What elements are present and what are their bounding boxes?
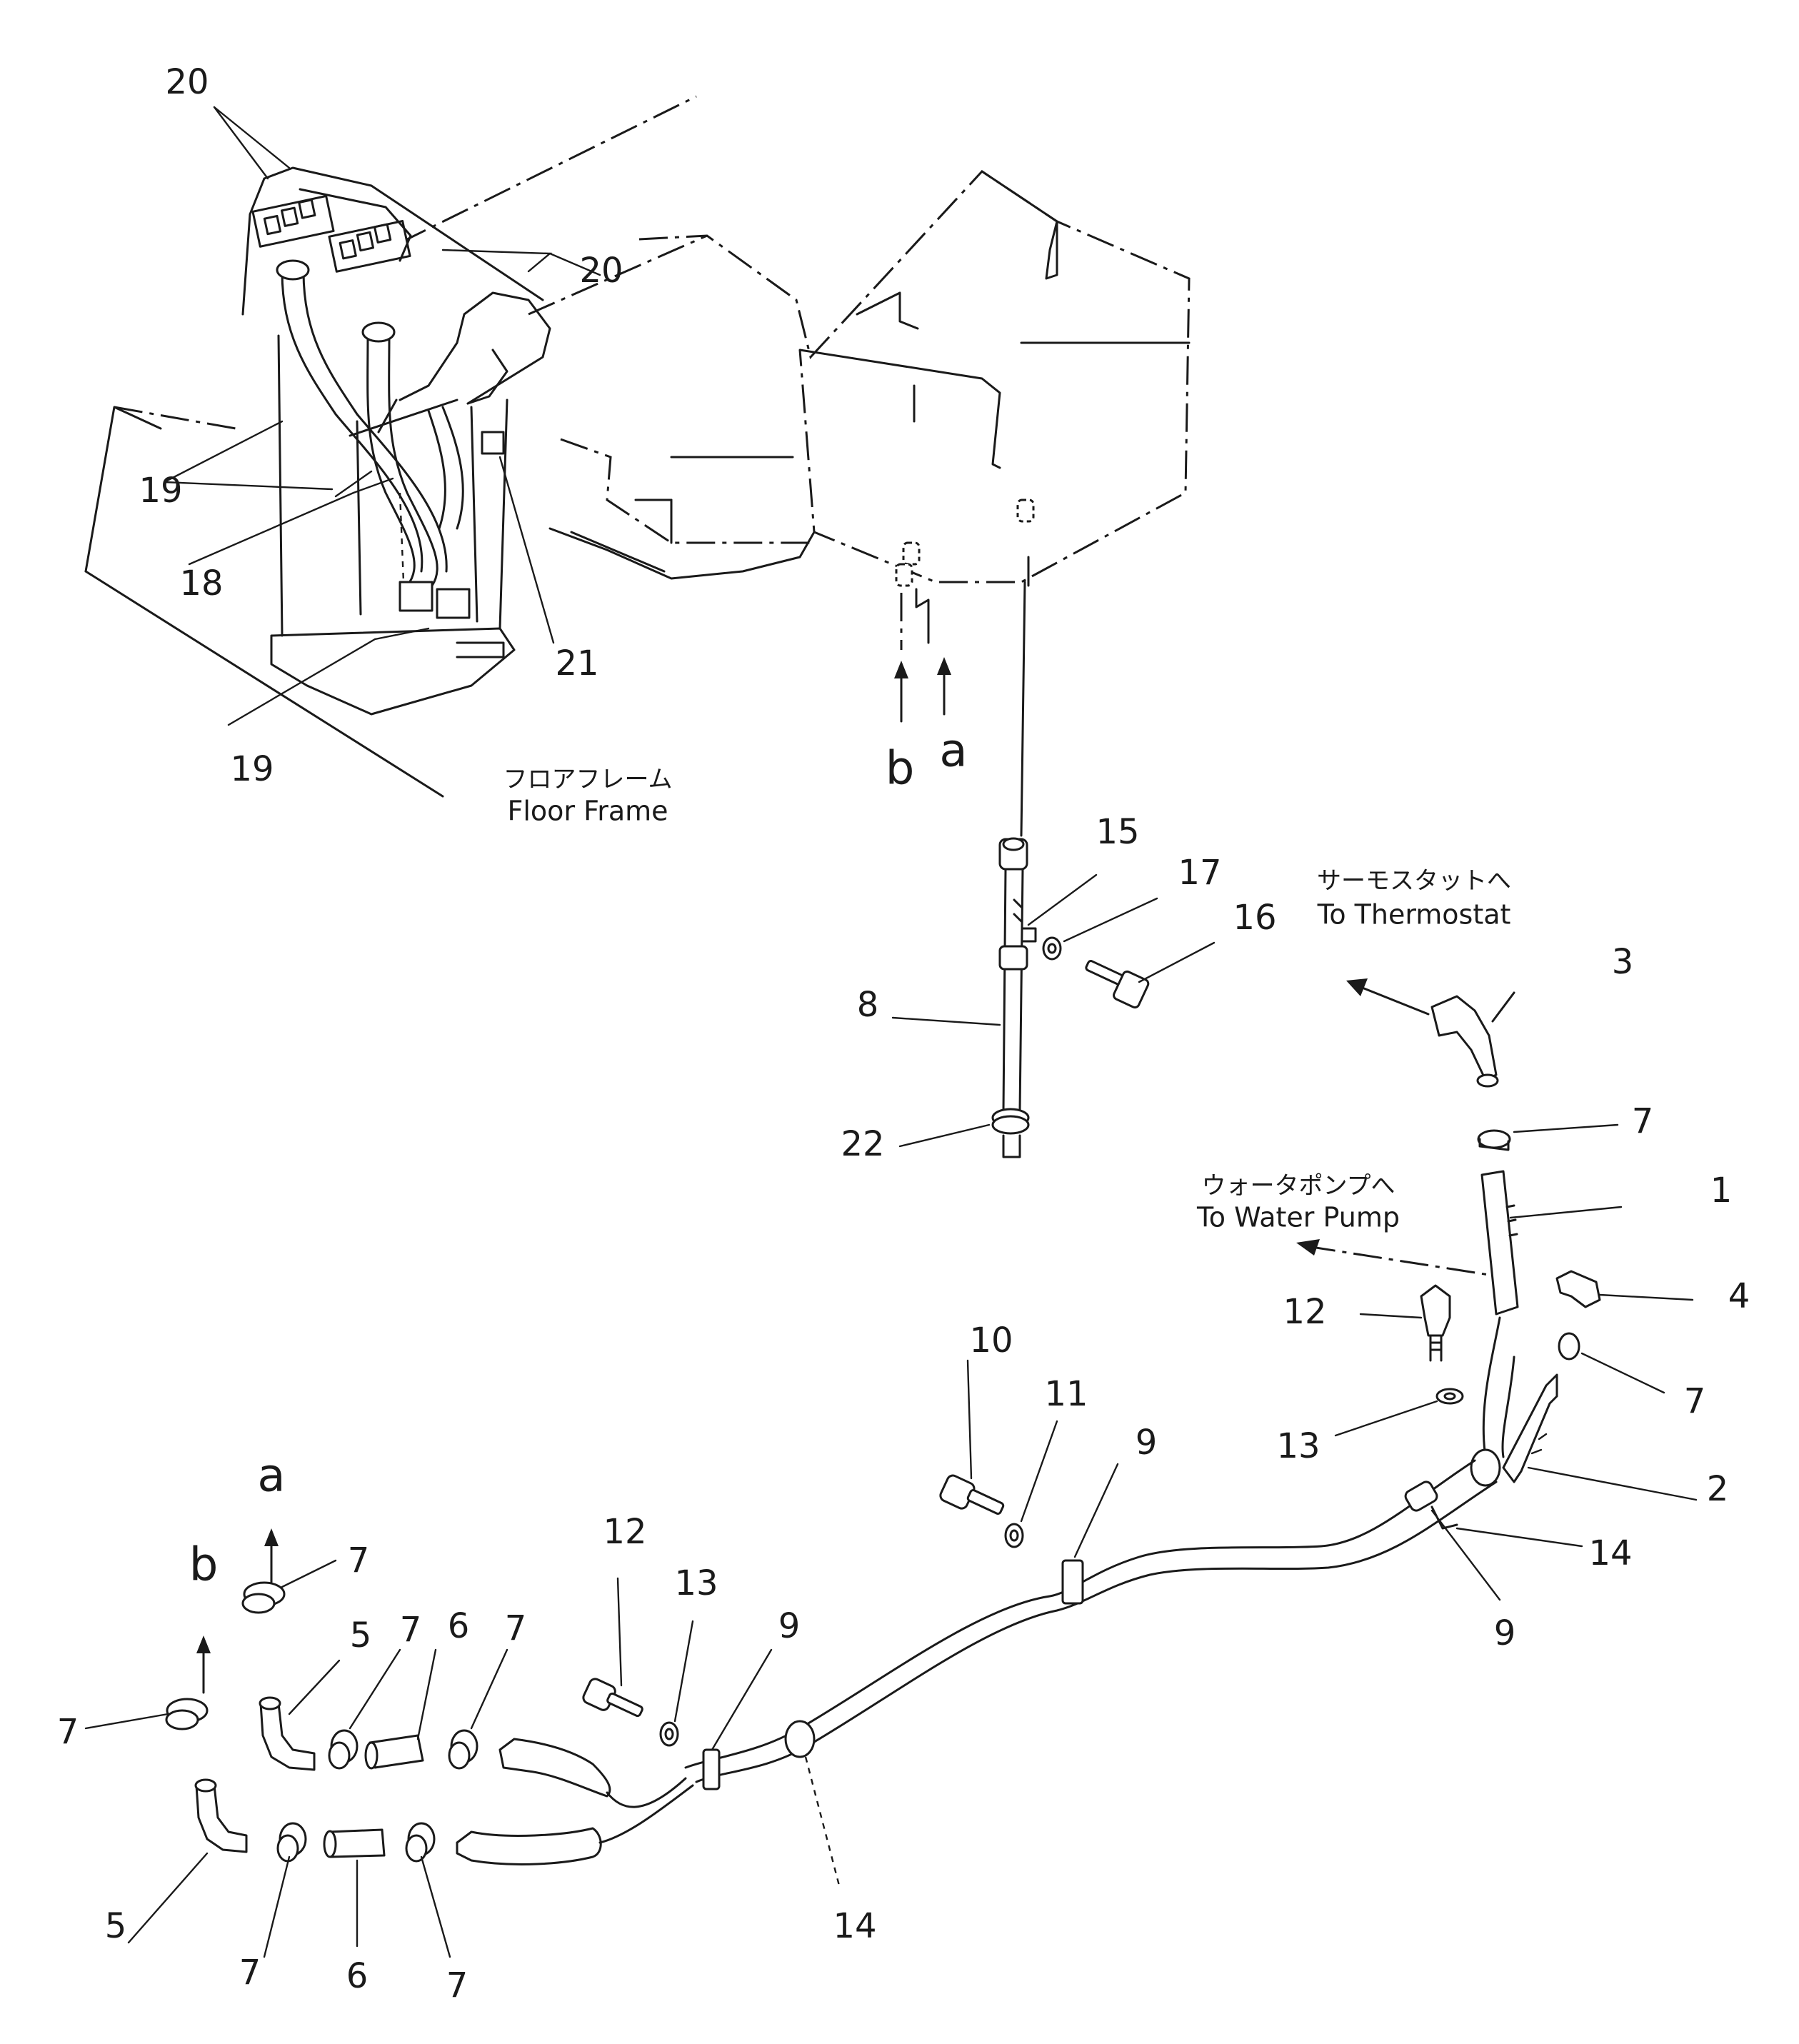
- louver-right: [328, 220, 411, 273]
- ref-b-bottom: b: [189, 1539, 219, 1592]
- label-part-7: 7: [1684, 1381, 1706, 1421]
- label-part-20: 20: [579, 251, 623, 291]
- reference-letters: b a a b: [189, 725, 968, 1592]
- label-part-13: 13: [1276, 1426, 1320, 1466]
- label-part-3: 3: [1612, 942, 1634, 982]
- label-part-9: 9: [1494, 1613, 1516, 1653]
- label-part-4: 4: [1728, 1276, 1750, 1316]
- label-part-14: 14: [833, 1906, 876, 1946]
- label-part-7: 7: [400, 1610, 422, 1650]
- floor-frame-jp: フロアフレーム: [503, 766, 673, 794]
- label-part-12: 12: [1283, 1292, 1326, 1332]
- part-number-labels: 20 20 19 18 21 19 15 17 16 8 22 3 7 1 4 …: [57, 62, 1750, 2005]
- notes: フロアフレーム Floor Frame サーモスタットへ To Thermost…: [503, 766, 1511, 1233]
- label-part-8: 8: [857, 985, 879, 1025]
- label-part-7: 7: [505, 1608, 527, 1648]
- heater-unit-drawing: [84, 95, 708, 798]
- label-part-6: 6: [448, 1606, 470, 1646]
- label-part-7: 7: [57, 1712, 79, 1752]
- label-part-14: 14: [1588, 1533, 1632, 1573]
- hose-1-assembly: [1296, 978, 1694, 1437]
- label-part-20: 20: [165, 62, 209, 102]
- label-part-1: 1: [1710, 1171, 1733, 1211]
- clamp-7-group: [165, 1581, 478, 1863]
- label-part-6: 6: [346, 1956, 369, 1996]
- water-pump-jp: ウォータポンプへ: [1202, 1172, 1395, 1201]
- water-pump-en: To Water Pump: [1196, 1202, 1400, 1233]
- label-part-5: 5: [350, 1615, 372, 1655]
- label-part-9: 9: [778, 1606, 801, 1646]
- ref-a-top: a: [939, 725, 967, 778]
- pipe-8-assembly: [891, 837, 1216, 1158]
- label-part-7: 7: [348, 1540, 370, 1580]
- label-part-19: 19: [139, 471, 182, 511]
- label-part-10: 10: [969, 1321, 1013, 1361]
- label-part-13: 13: [674, 1563, 718, 1603]
- label-part-5: 5: [105, 1906, 127, 1946]
- cab-outline: [548, 170, 1191, 837]
- floor-frame-en: Floor Frame: [507, 796, 668, 827]
- label-part-16: 16: [1233, 898, 1276, 938]
- label-part-7: 7: [1632, 1101, 1654, 1141]
- label-part-17: 17: [1178, 853, 1221, 893]
- label-part-18: 18: [179, 563, 223, 603]
- label-part-22: 22: [841, 1124, 884, 1164]
- label-part-11: 11: [1044, 1374, 1088, 1414]
- ref-a-bottom: a: [257, 1450, 285, 1503]
- label-part-9: 9: [1136, 1423, 1158, 1463]
- lower-left-fittings: [84, 1528, 694, 1958]
- label-part-2: 2: [1707, 1469, 1729, 1509]
- louver-left: [251, 195, 335, 248]
- thermostat-en: To Thermostat: [1317, 899, 1511, 931]
- main-hose-run: [582, 1316, 1698, 1886]
- ref-b-top: b: [886, 743, 915, 796]
- label-part-19: 19: [230, 749, 274, 789]
- label-part-21: 21: [555, 643, 598, 683]
- thermostat-jp: サーモスタットへ: [1317, 867, 1511, 896]
- label-part-7: 7: [446, 1965, 468, 2005]
- label-part-7: 7: [239, 1953, 261, 1993]
- label-part-12: 12: [603, 1512, 646, 1552]
- label-part-15: 15: [1096, 812, 1139, 852]
